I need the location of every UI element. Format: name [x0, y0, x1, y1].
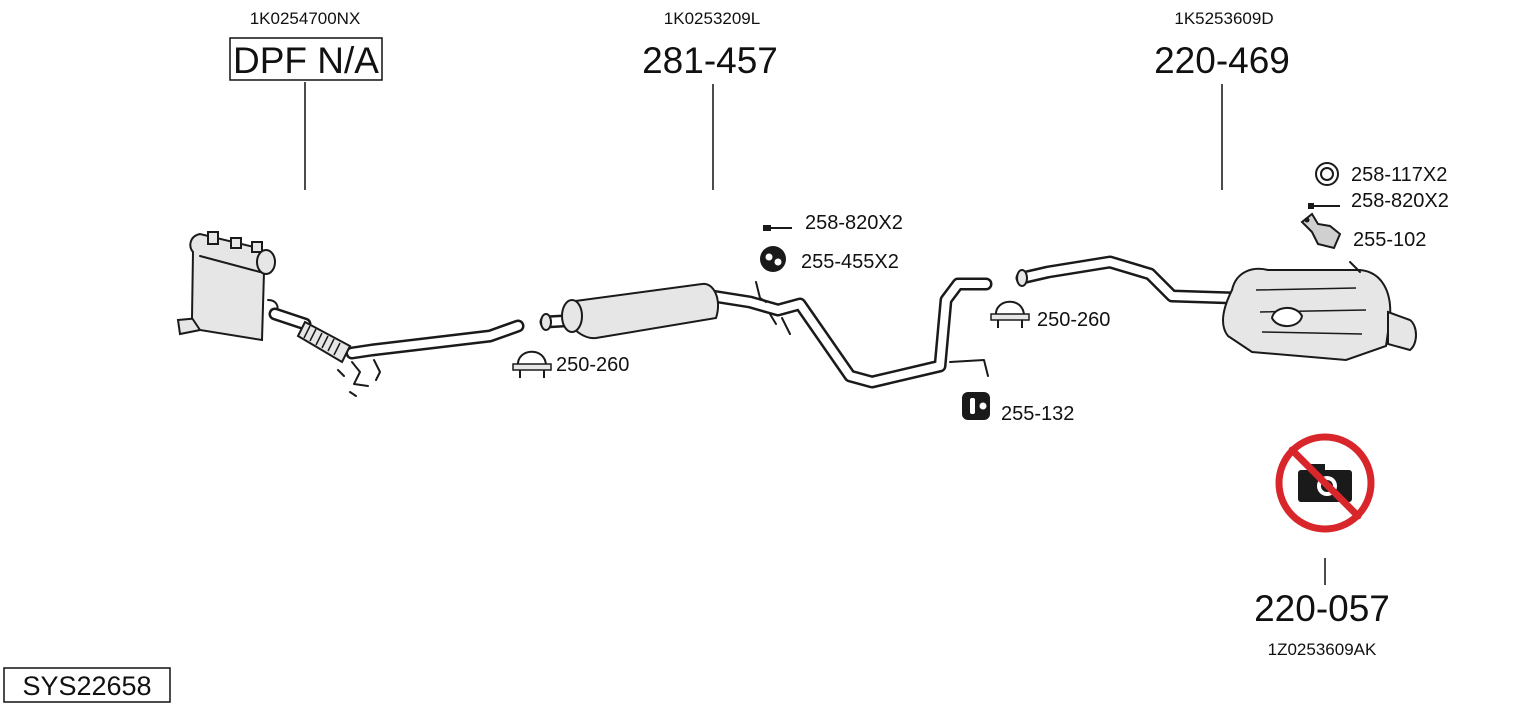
- middle-part-number[interactable]: 281-457: [642, 40, 778, 81]
- flex-joint: [296, 320, 352, 364]
- clamp-a-label: 250-260: [556, 354, 629, 376]
- bracket[interactable]: 255-102: [1300, 212, 1426, 251]
- dpf-part-number[interactable]: DPF N/A: [233, 40, 379, 81]
- bolt-b-label: 258-820X2: [1351, 190, 1449, 212]
- clamp-b[interactable]: 250-260: [990, 300, 1110, 331]
- rear-oe-number: 1K5253609D: [1174, 9, 1273, 28]
- rear-silencer-body: [1222, 267, 1392, 362]
- middle-silencer-body: [565, 282, 720, 340]
- alt-rear-oe-number: 1Z0253609AK: [1268, 640, 1377, 659]
- rear-part-number[interactable]: 220-469: [1154, 40, 1290, 81]
- bolt-a[interactable]: 258-820X2: [763, 212, 903, 234]
- bracket-label: 255-102: [1353, 229, 1426, 251]
- bolt-icon: [1308, 203, 1340, 209]
- rear-silencer-dimple: [1270, 307, 1304, 327]
- bolt-a-label: 258-820X2: [805, 212, 903, 234]
- dpf-number-box: [229, 37, 383, 81]
- rear-silencer-assembly[interactable]: [1015, 255, 1417, 362]
- bracket-icon: [1300, 212, 1342, 250]
- sealing-ring-icon: [1315, 162, 1339, 186]
- u-clamp-icon: [990, 300, 1030, 328]
- dpf-seam: [199, 255, 261, 273]
- middle-inlet: [540, 313, 552, 331]
- bolt-b[interactable]: 258-820X2: [1308, 190, 1449, 212]
- dpf-oe-number: 1K0254700NX: [250, 9, 361, 28]
- rear-inlet: [1016, 269, 1028, 287]
- dpf-unit[interactable]: [176, 231, 279, 342]
- hanger-b[interactable]: 255-132: [962, 392, 1074, 425]
- middle-oe-number: 1K0253209L: [664, 9, 760, 28]
- dpf-sensor-port-1: [207, 231, 219, 245]
- middle-silencer-assembly[interactable]: [539, 277, 993, 389]
- ring-label: 258-117X2: [1351, 164, 1447, 186]
- rear-tailpipe: [1387, 310, 1417, 352]
- u-clamp-icon: [512, 350, 552, 378]
- hanger-b-label: 255-132: [1001, 403, 1074, 425]
- middle-silencer-cap: [561, 299, 583, 333]
- rubber-hanger-icon: [962, 392, 990, 420]
- rubber-hanger-icon: [760, 246, 786, 272]
- alt-rear-part-number[interactable]: 220-057: [1254, 588, 1390, 629]
- dpf-sensor-port-3: [251, 241, 263, 253]
- system-code-box: [3, 667, 171, 703]
- system-code[interactable]: SYS22658: [22, 671, 151, 701]
- hanger-a[interactable]: 255-455X2: [760, 246, 899, 273]
- dpf-sensor-port-2: [230, 237, 242, 249]
- no-photo-icon: [1275, 433, 1375, 533]
- ring[interactable]: 258-117X2: [1315, 162, 1447, 186]
- front-pipe: [268, 307, 525, 397]
- clamp-b-label: 250-260: [1037, 309, 1110, 331]
- bolt-icon: [763, 225, 792, 231]
- hanger-a-label: 255-455X2: [801, 251, 899, 273]
- clamp-a[interactable]: 250-260: [512, 350, 629, 378]
- dpf-inlet: [256, 249, 276, 275]
